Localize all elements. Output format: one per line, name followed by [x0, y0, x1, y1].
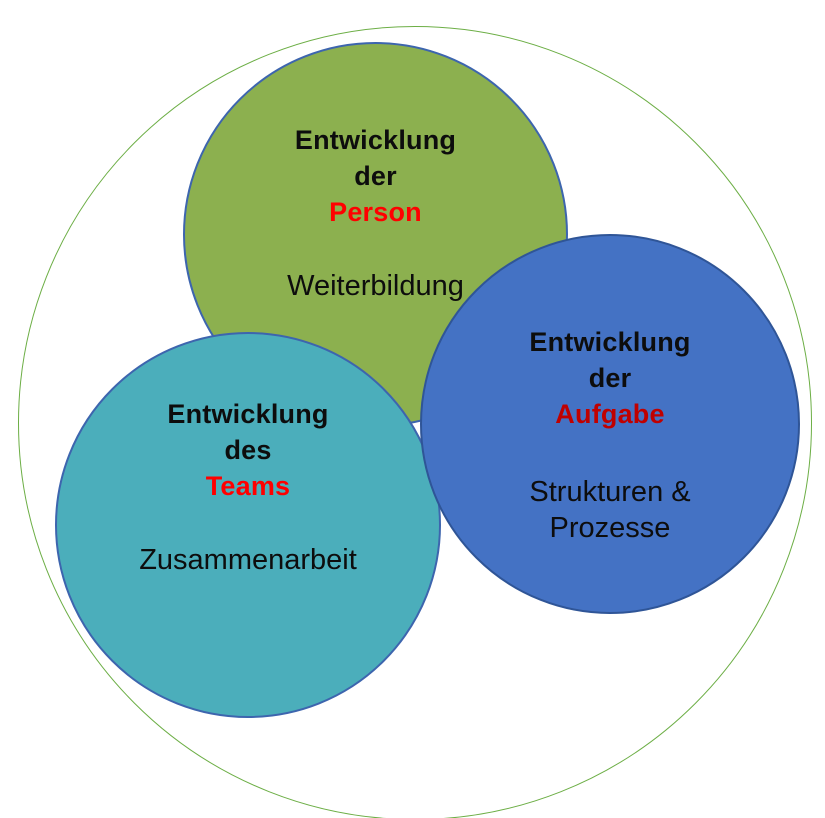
title-line: des — [224, 435, 272, 465]
circle-person-subtitle: Weiterbildung — [185, 268, 566, 304]
circle-team-subtitle: Zusammenarbeit — [57, 542, 439, 578]
subtitle-line: Zusammenarbeit — [139, 544, 357, 576]
title-line: der — [588, 363, 632, 393]
circle-aufgabe-title: Entwicklung der Aufgabe — [422, 324, 798, 432]
highlight-teams: Teams — [205, 471, 291, 501]
title-line: Entwicklung — [167, 399, 329, 429]
circle-team-title: Entwicklung des Teams — [57, 396, 439, 504]
title-line: Entwicklung — [294, 125, 457, 155]
circle-team: Entwicklung des Teams Zusammenarbeit — [55, 332, 441, 718]
outer-boundary-circle — [18, 26, 812, 818]
circle-aufgabe-subtitle: Strukturen & Prozesse — [422, 474, 798, 546]
title-line: der — [354, 161, 397, 191]
highlight-aufgabe: Aufgabe — [555, 399, 665, 429]
title-line: Entwicklung — [529, 327, 691, 357]
circle-person-title: Entwicklung der Person — [185, 122, 566, 230]
circle-aufgabe: Entwicklung der Aufgabe Strukturen & Pro… — [420, 234, 800, 614]
subtitle-line: Prozesse — [549, 512, 671, 544]
subtitle-line: Weiterbildung — [287, 270, 464, 302]
subtitle-line: Strukturen & — [529, 476, 691, 508]
highlight-person: Person — [329, 197, 422, 227]
